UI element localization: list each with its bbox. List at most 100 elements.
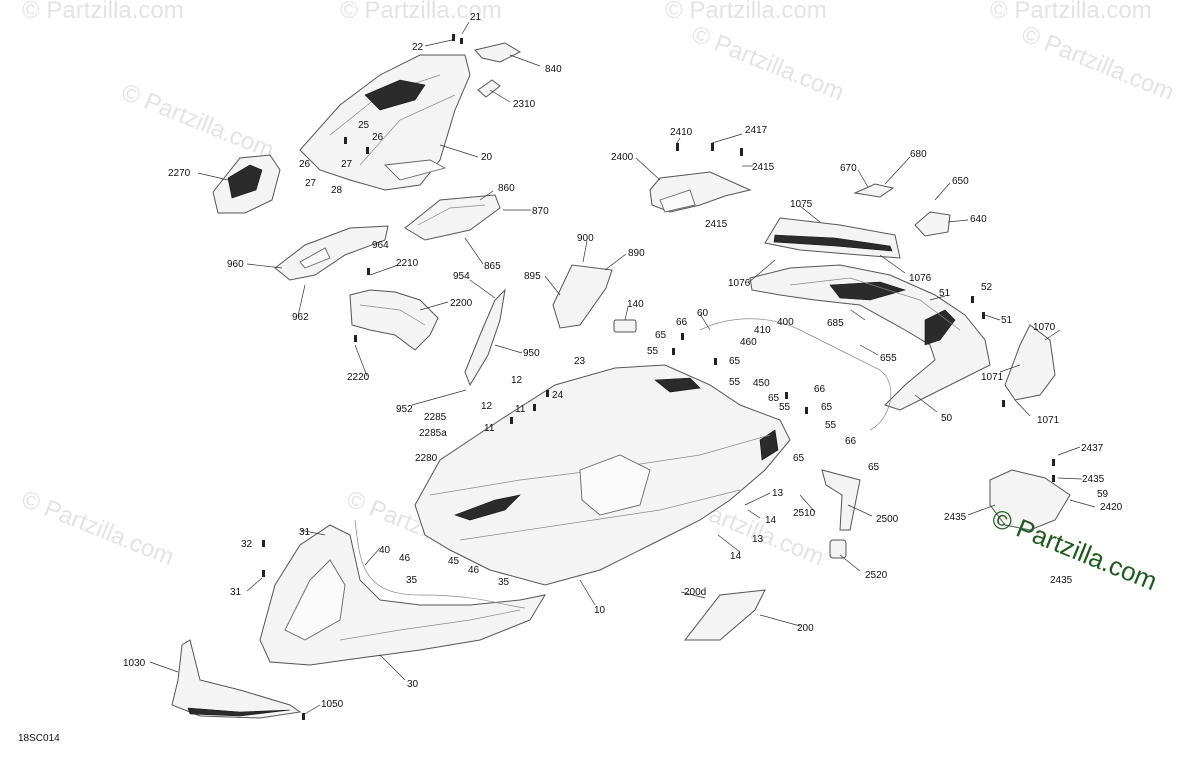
callout-label: 952 (396, 404, 413, 415)
callout-label: 1076 (728, 278, 751, 289)
callout-label: 65 (729, 356, 741, 367)
callout-label: 2220 (347, 372, 370, 383)
callout-label: 900 (577, 233, 594, 244)
part-140 (613, 319, 637, 333)
callout-label: 1050 (321, 699, 344, 710)
callout-label: 895 (524, 271, 541, 282)
callout-label: 60 (697, 308, 709, 319)
part-rear-cover-50 (749, 264, 991, 411)
part-890 (552, 264, 613, 329)
brand-watermark: © Partzilla.com (988, 503, 1162, 596)
watermark: © Partzilla.com (18, 486, 178, 572)
callout-label: 27 (341, 159, 353, 170)
callout-label: 2500 (876, 514, 899, 525)
callout-label: 65 (793, 453, 805, 464)
callout-label: 1070 (1033, 322, 1056, 333)
callout-label: 860 (498, 183, 515, 194)
callout-label: 55 (647, 346, 659, 357)
callout-label: 11 (515, 404, 526, 415)
part-2270 (212, 154, 281, 214)
callout-label: 2200 (450, 298, 473, 309)
callout-label: 14 (730, 551, 742, 562)
callout-label: 59 (1097, 489, 1109, 500)
callout-label: 55 (779, 402, 791, 413)
callout-label: 650 (952, 176, 969, 187)
callout-label: 65 (868, 462, 880, 473)
callout-label: 1071 (1037, 415, 1060, 426)
part-640 (914, 211, 951, 237)
callout-label: 1075 (790, 199, 813, 210)
callout-label: 25 (358, 120, 370, 131)
part-hull-10 (414, 364, 791, 586)
fastener-markers (262, 34, 1055, 720)
callout-label: 140 (627, 299, 644, 310)
callout-label: 200d (684, 587, 706, 598)
callout-label: 2415 (705, 219, 728, 230)
callout-label: 2270 (168, 168, 191, 179)
callout-label: 950 (523, 348, 540, 359)
callout-label: 2280 (415, 453, 438, 464)
callout-label: 10 (594, 605, 606, 616)
part-200 (683, 589, 766, 641)
callout-label: 66 (676, 317, 688, 328)
callout-label: 13 (772, 488, 784, 499)
callout-label: 65 (821, 402, 833, 413)
diagram-code: 18SC014 (18, 733, 60, 744)
callout-label: 32 (241, 539, 253, 550)
callout-label: 870 (532, 206, 549, 217)
callout-label: 2420 (1100, 502, 1123, 513)
callout-label: 46 (399, 553, 411, 564)
callout-label: 55 (825, 420, 837, 431)
part-2520 (829, 539, 847, 559)
callout-label: 450 (753, 378, 770, 389)
part-front-upper-cover-20 (299, 54, 471, 191)
callout-label: 30 (407, 679, 419, 690)
callout-label: 2285 (424, 412, 447, 423)
callout-label: 51 (939, 288, 951, 299)
callout-label: 400 (777, 317, 794, 328)
callout-label: 26 (372, 132, 384, 143)
callout-label: 40 (379, 545, 391, 556)
callout-label: 2285a (419, 428, 447, 439)
callout-label: 960 (227, 259, 244, 270)
part-1075 (764, 217, 901, 259)
callout-label: 670 (840, 163, 857, 174)
callout-label: 12 (481, 401, 493, 412)
part-2435 (989, 469, 1071, 531)
callout-label: 640 (970, 214, 987, 225)
callout-label: 2410 (670, 127, 693, 138)
callout-label: 460 (740, 337, 757, 348)
part-950 (464, 288, 506, 387)
callout-label: 655 (880, 353, 897, 364)
callout-label: 2210 (396, 258, 419, 269)
callout-label: 65 (655, 330, 667, 341)
callout-label: 962 (292, 312, 309, 323)
part-2310 (477, 79, 501, 98)
part-2500 (821, 469, 861, 531)
callout-label: 2415 (752, 162, 775, 173)
callout-label: 840 (545, 64, 562, 75)
callout-label: 13 (752, 534, 764, 545)
callout-label: 2435 (1050, 575, 1073, 586)
watermark: © Partzilla.com (22, 0, 184, 24)
callout-label: 23 (574, 356, 586, 367)
callout-label: 27 (305, 178, 317, 189)
callout-label: 685 (827, 318, 844, 329)
part-1030 (171, 639, 302, 719)
watermark: © Partzilla.com (688, 21, 848, 107)
callout-label: 2510 (793, 508, 816, 519)
callout-label: 55 (729, 377, 741, 388)
callout-label: 31 (299, 527, 311, 538)
part-840 (474, 42, 522, 63)
part-1070 (1004, 324, 1056, 401)
callout-label: 2437 (1081, 443, 1104, 454)
callout-label: 26 (299, 159, 311, 170)
watermark: © Partzilla.com (118, 79, 278, 165)
watermark: © Partzilla.com (665, 0, 827, 24)
part-2400 (649, 171, 752, 213)
callout-label: 52 (981, 282, 993, 293)
callout-label: 1076 (909, 273, 932, 284)
callout-label: 680 (910, 149, 927, 160)
callout-label: 51 (1001, 315, 1013, 326)
